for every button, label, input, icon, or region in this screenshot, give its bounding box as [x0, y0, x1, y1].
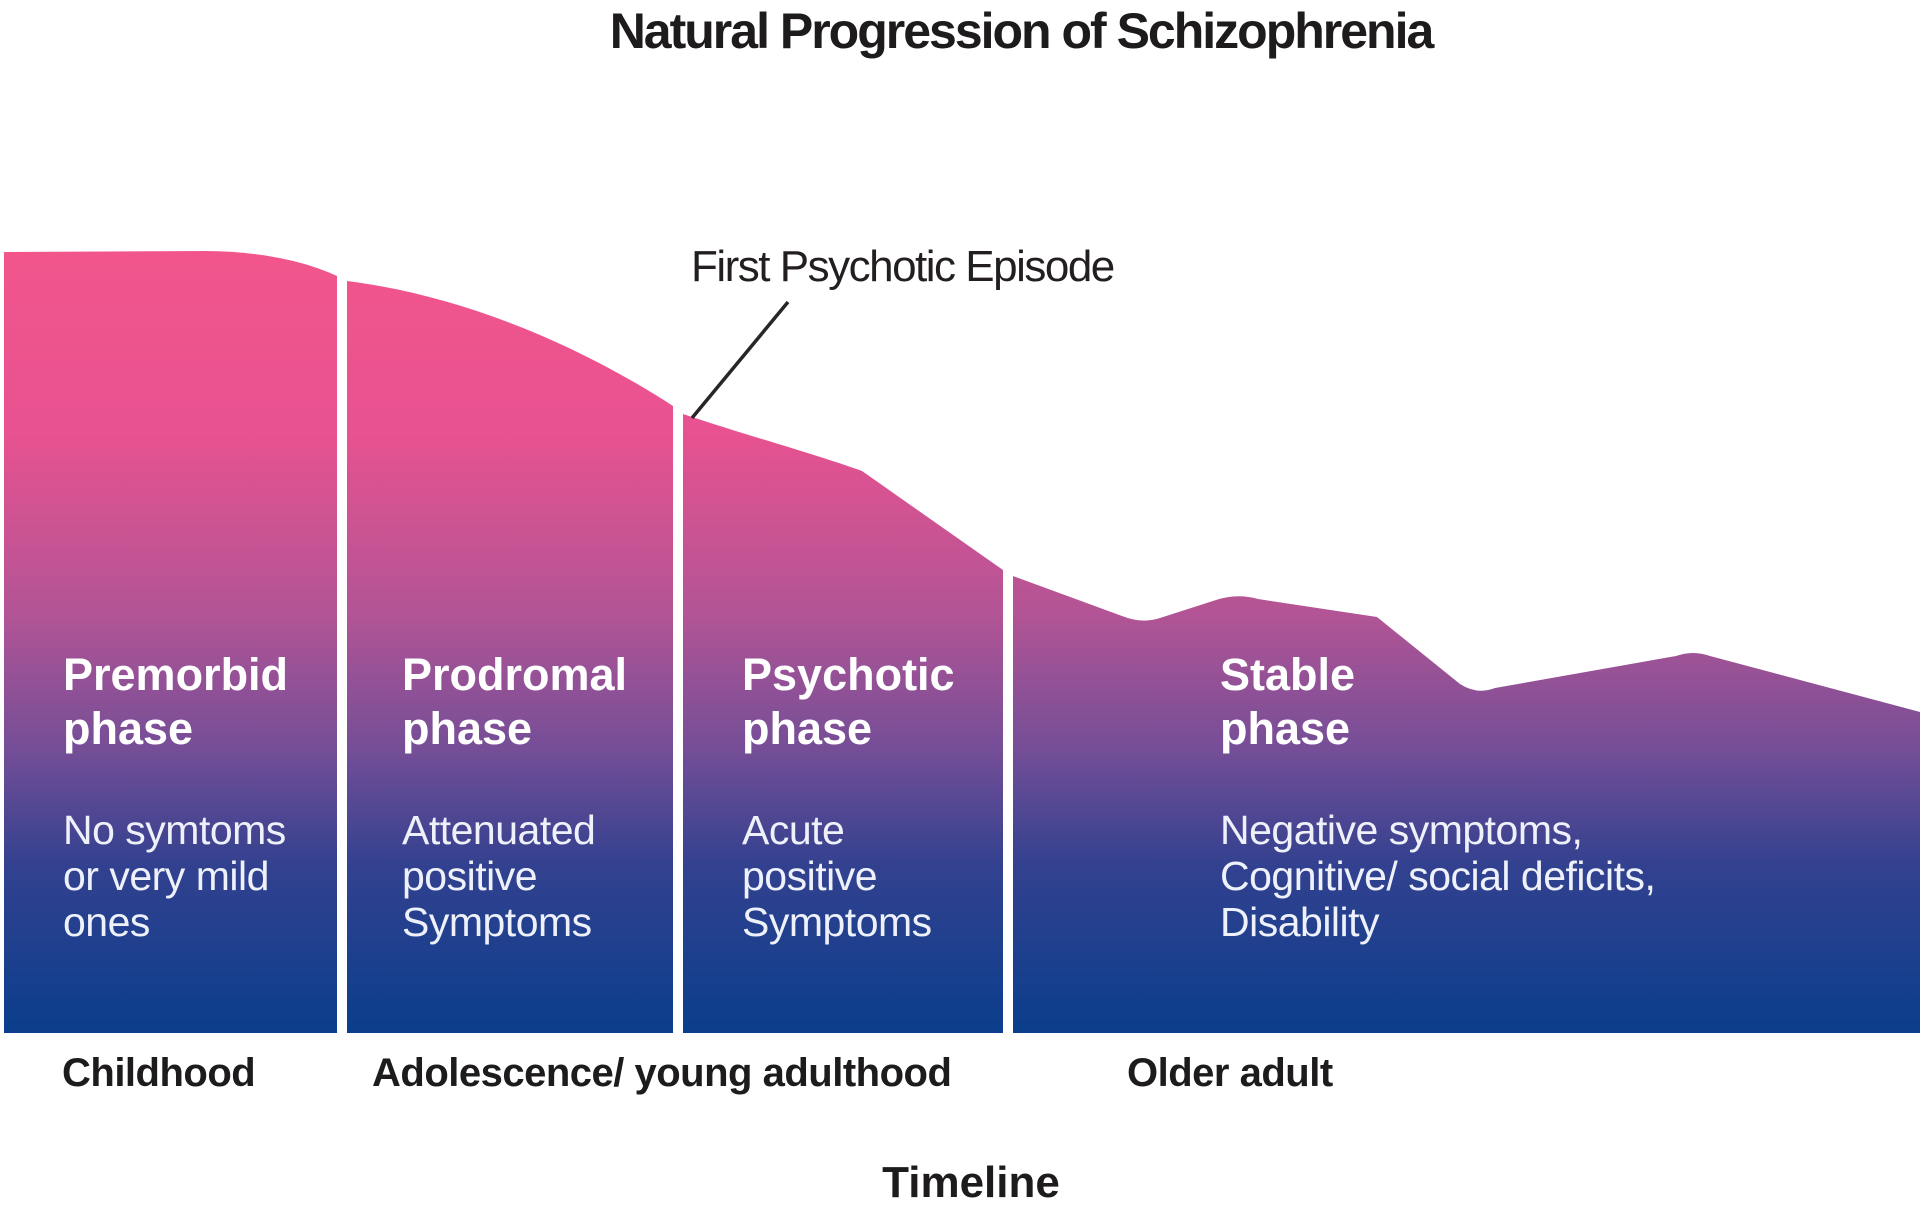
annotation-pointer-line: [690, 300, 790, 420]
psychotic-phase-title: Psychotic phase: [742, 649, 955, 754]
prodromal-phase-title: Prodromal phase: [402, 649, 628, 754]
psychotic-phase-area: [683, 414, 1003, 1033]
page-title: Natural Progression of Schizophrenia: [609, 3, 1435, 59]
prodromal-phase-description: Attenuated positive Symptoms: [402, 807, 596, 945]
age-label-adolescence: Adolescence/ young adulthood: [372, 1051, 952, 1095]
psychotic-phase-description: Acute positive Symptoms: [742, 807, 932, 945]
age-label-older-adult: Older adult: [1127, 1051, 1333, 1095]
stable-phase-description: Negative symptoms, Cognitive/ social def…: [1220, 807, 1656, 945]
prodromal-phase-area: [347, 281, 673, 1033]
stable-phase-title: Stable phase: [1220, 649, 1356, 754]
premorbid-phase-area: [4, 251, 337, 1033]
premorbid-phase-description: No symtoms or very mild ones: [63, 807, 286, 945]
timeline-axis-label: Timeline: [882, 1158, 1060, 1207]
premorbid-phase-title: Premorbid phase: [63, 649, 289, 754]
age-label-childhood: Childhood: [62, 1051, 256, 1095]
stable-phase-area: [1013, 576, 1920, 1033]
annotation-label: First Psychotic Episode: [691, 242, 1115, 291]
